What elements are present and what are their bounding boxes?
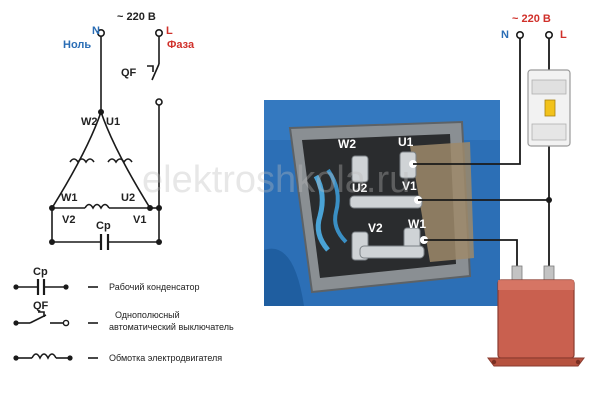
breaker-contact: [151, 63, 160, 81]
terminal-studs: [349, 151, 425, 261]
right-supply-voltage: ~ 220 В: [512, 13, 551, 25]
node-n: [97, 28, 106, 37]
motor-terminal-photo: W2 U1 U2 V1 V2 W1: [264, 100, 500, 306]
breaker-latch: [147, 65, 154, 72]
node-l: [155, 28, 164, 37]
terminal-w1: W1: [408, 217, 426, 231]
label-u2: U2: [121, 192, 135, 204]
node-breaker: [155, 98, 163, 106]
neutral-to-u1: [413, 36, 521, 165]
label-w2: W2: [81, 116, 98, 128]
legend-capacitor-symbol: [16, 279, 98, 295]
winding-right: [100, 111, 151, 209]
coil-right: [107, 158, 133, 164]
terminal-w2: W2: [338, 137, 356, 151]
right-phase-letter: L: [560, 29, 567, 41]
terminal-v1: V1: [402, 179, 417, 193]
phase-letter: L: [166, 25, 173, 37]
right-wiring: [413, 36, 550, 276]
modular-breaker: [527, 69, 571, 147]
legend-breaker-text: Однополюсный автоматический выключатель: [109, 310, 234, 332]
label-w1: W1: [61, 192, 78, 204]
legend: Cp Рабочий конденсатор QF Однополюсный а…: [13, 266, 234, 363]
w1-to-capacitor: [424, 239, 518, 276]
winding-left: [51, 111, 102, 209]
capacitor-label: Cp: [96, 220, 111, 232]
breaker-label: QF: [121, 67, 137, 79]
watermark: elektroshkola.ru: [142, 159, 410, 201]
coil-bottom: [84, 203, 110, 210]
legend-capacitor-text: Рабочий конденсатор: [109, 282, 200, 292]
node-w1-v2: [49, 205, 55, 211]
node-w2-u1: [98, 109, 104, 115]
coil-left: [69, 158, 95, 164]
breaker-toggle: [544, 99, 556, 117]
node-phase: [156, 205, 162, 211]
supply-voltage: ~ 220 В: [117, 11, 156, 23]
schematic-nodes: [49, 28, 164, 245]
terminal-v2: V2: [368, 221, 383, 235]
node-u2-v1: [147, 205, 153, 211]
label-v2: V2: [62, 214, 75, 226]
neutral-name: Ноль: [63, 39, 91, 51]
legend-breaker-code: QF: [33, 300, 49, 312]
node-cap-right: [156, 239, 162, 245]
node-cap-left: [49, 239, 55, 245]
legend-winding-text: Обмотка электродвигателя: [109, 353, 222, 363]
capacitor-photo: [487, 265, 585, 367]
legend-breaker-symbol: [16, 311, 98, 324]
phase-name: Фаза: [167, 39, 195, 51]
label-v1: V1: [133, 214, 146, 226]
legend-winding-symbol: [16, 353, 98, 360]
right-nodes: [515, 30, 553, 203]
label-u1: U1: [106, 116, 120, 128]
right-neutral-letter: N: [501, 29, 509, 41]
terminal-u2: U2: [352, 181, 368, 195]
internal-wire: [313, 174, 330, 252]
neutral-letter: N: [92, 25, 100, 37]
terminal-u1: U1: [398, 135, 414, 149]
legend-capacitor-code: Cp: [33, 266, 48, 278]
schematic: [51, 34, 160, 250]
